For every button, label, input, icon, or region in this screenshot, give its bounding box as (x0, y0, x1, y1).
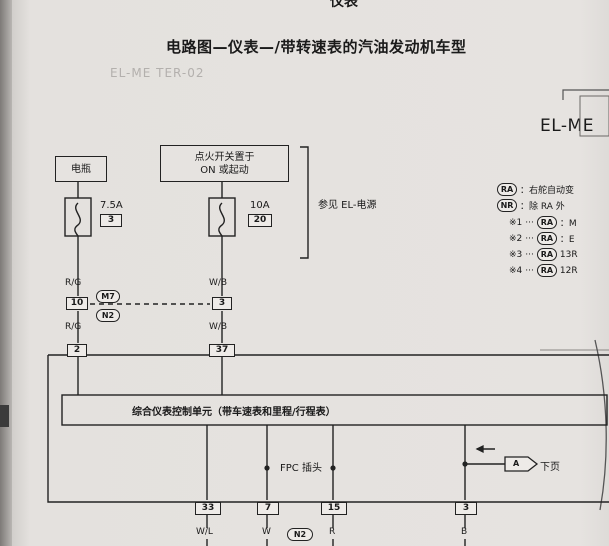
fuse-2-number: 20 (248, 214, 272, 227)
legend-badge: RA (536, 248, 557, 261)
fuse-2-rating: 10A (250, 200, 270, 211)
legend-text: ：除 RA 外 (520, 202, 565, 212)
connector-pin-2: 2 (67, 344, 87, 357)
connector-pin-7: 7 (257, 502, 279, 515)
wire-color-b: B (461, 527, 468, 537)
battery-box: 电瓶 (55, 156, 107, 182)
legend-row-6: ※4 ··· RA 12R (509, 264, 578, 277)
wire-color-rg-lower: R/G (65, 322, 82, 332)
legend-badge: RA (536, 232, 557, 245)
connector-pin-33: 33 (195, 502, 221, 515)
connector-n2: N2 (96, 309, 120, 322)
fuse-1-rating: 7.5A (100, 200, 123, 211)
connector-n2-bottom: N2 (287, 528, 313, 541)
splice-dot (330, 465, 336, 471)
wire-color-rg-upper: R/G (65, 278, 82, 288)
legend-mark: ※3 (509, 249, 523, 260)
legend-row-1: RA ：右舵自动变 (497, 183, 574, 196)
connector-pin-3-bottom: 3 (455, 502, 477, 515)
legend-row-3: ※1 ··· RA ：M (509, 216, 577, 229)
wire-color-w: W (262, 527, 271, 537)
legend-mark: ※1 (509, 217, 523, 228)
fuse-2-element (218, 202, 225, 237)
legend-text: ：E (559, 235, 575, 245)
connector-pin-37: 37 (209, 344, 235, 357)
connector-m7: M7 (96, 290, 120, 303)
connector-pin-15: 15 (321, 502, 347, 515)
next-page-label: 下页 (540, 462, 560, 473)
legend-text: 12R (559, 265, 578, 276)
diagram-title: 电路图—仪表—/带转速表的汽油发动机车型 (166, 38, 467, 56)
legend-text: ：M (559, 219, 577, 229)
splice-dot (462, 461, 468, 467)
page-edge-tab (0, 405, 9, 427)
wire-color-wb-upper: W/B (209, 278, 228, 288)
ignition-switch-box: 点火开关置于 ON 或起动 (160, 145, 289, 182)
legend-mark: ※2 (509, 233, 523, 244)
next-page-arrow (504, 456, 539, 472)
legend-badge: RA (536, 264, 557, 277)
legend-row-4: ※2 ··· RA ：E (509, 232, 575, 245)
bleed-through-text: EL-ME TER-02 (110, 66, 205, 80)
legend-badge: RA (497, 183, 517, 196)
legend-badge: RA (536, 216, 557, 229)
legend-text: 13R (559, 249, 578, 260)
see-also-bracket (300, 146, 309, 259)
fpc-connector-label: FPC 插头 (280, 463, 322, 474)
unit-label-box (61, 394, 608, 426)
legend-row-2: NR ：除 RA 外 (497, 199, 565, 212)
next-page-arrow-label: A (513, 459, 520, 468)
ignition-label-line2: ON 或起动 (200, 164, 249, 176)
battery-label: 电瓶 (71, 163, 91, 175)
ignition-label-line1: 点火开关置于 (194, 151, 255, 163)
page-header: 仪表 (330, 0, 358, 10)
legend-row-5: ※3 ··· RA 13R (509, 248, 578, 261)
fuse-1-number: 3 (100, 214, 122, 227)
see-also-note: 参见 EL-电源 (318, 200, 377, 211)
connector-pin-10: 10 (66, 297, 88, 310)
fuse-1-element (74, 202, 81, 237)
wire-color-wb-lower: W/B (209, 322, 228, 332)
connector-pin-3-top: 3 (212, 297, 232, 310)
wire-color-wl: W/L (196, 527, 213, 537)
legend-text: ：右舵自动变 (520, 186, 575, 196)
unit-name: 综合仪表控制单元（带车速表和里程/行程表） (132, 407, 336, 418)
wire-color-r: R (329, 527, 336, 537)
splice-dot (264, 465, 270, 471)
legend-badge: NR (497, 199, 517, 212)
legend-mark: ※4 (509, 265, 523, 276)
unit-frame-outline (47, 355, 609, 503)
